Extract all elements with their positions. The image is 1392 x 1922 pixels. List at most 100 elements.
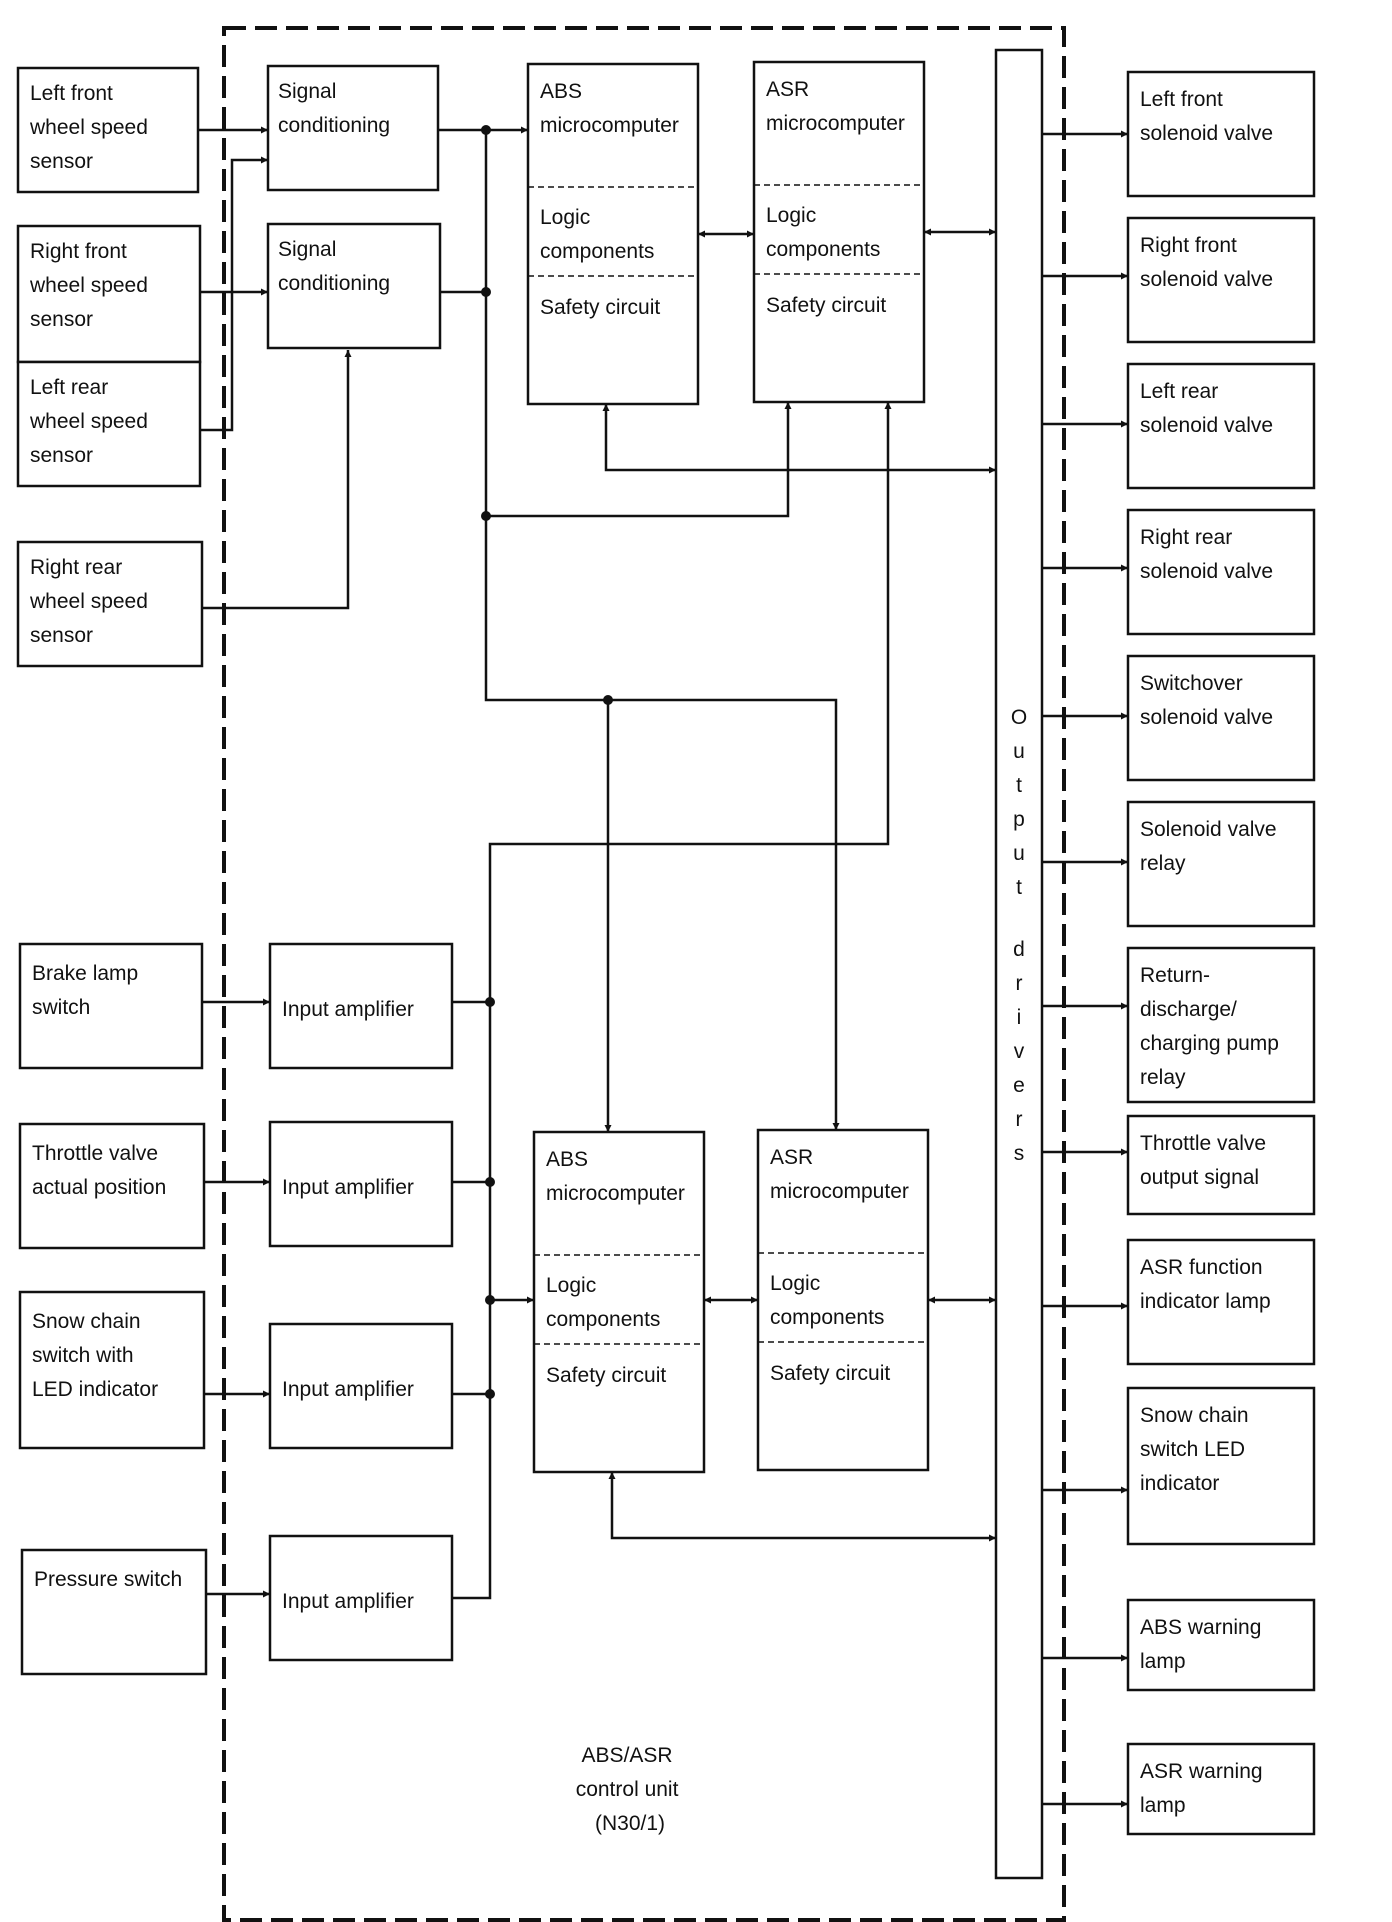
asr-microcomputer-1-frame	[752, 60, 926, 404]
input-amplifier-2: Input amplifier	[268, 1120, 454, 1248]
wire-rr-sensor	[202, 350, 352, 610]
output-drivers-frame	[994, 48, 1044, 1880]
wire-bus-main	[484, 130, 840, 1130]
wire-lr-sensor	[200, 156, 268, 432]
wire-bus-asr1	[486, 402, 792, 518]
wiring	[198, 126, 1128, 1808]
output-lr-valve-frame	[1126, 362, 1316, 490]
wire-amp-bus	[452, 402, 888, 1600]
sensor-lr-frame	[16, 360, 202, 488]
input-amplifier-2-frame	[268, 1120, 454, 1248]
output-pump-relay-frame	[1126, 946, 1316, 1104]
output-abs-warning-frame	[1126, 1598, 1316, 1692]
junction-dot	[485, 1177, 495, 1187]
junction-dot	[481, 287, 491, 297]
signal-conditioning-2-frame	[266, 222, 442, 350]
control-unit-frame	[222, 26, 1066, 1922]
switch-pressure-label: Pressure switch	[34, 1568, 182, 1591]
output-switchover-valve-frame	[1126, 654, 1316, 782]
sensor-lf-frame	[16, 66, 200, 194]
wire-safety-abs2-od	[608, 1472, 996, 1542]
switch-brake-frame	[18, 942, 204, 1070]
sensor-rr-frame	[16, 540, 204, 668]
input-amplifier-1: Input amplifier	[268, 942, 454, 1070]
asr-microcomputer-2-safety-label: Safety circuit	[770, 1362, 890, 1385]
input-amplifier-4-label: Input amplifier	[282, 1590, 414, 1613]
junction-dots	[481, 125, 613, 1399]
input-amplifier-3-frame	[268, 1322, 454, 1450]
input-amplifier-4-frame	[268, 1534, 454, 1662]
control-unit-label: ABS/ASR control unit (N30/1)	[576, 1744, 685, 1835]
output-asr-indicator-frame	[1126, 1238, 1316, 1366]
switch-pressure: Pressure switch	[20, 1548, 208, 1676]
junction-dot	[481, 511, 491, 521]
junction-dot	[485, 1389, 495, 1399]
switch-snowchain-frame	[18, 1290, 206, 1450]
output-valve-relay-frame	[1126, 800, 1316, 928]
input-amplifier-3-label: Input amplifier	[282, 1378, 414, 1401]
junction-dot	[485, 1295, 495, 1305]
signal-conditioning-1-frame	[266, 64, 440, 192]
input-amplifier-2-label: Input amplifier	[282, 1176, 414, 1199]
abs-microcomputer-2-safety-label: Safety circuit	[546, 1364, 666, 1387]
abs-microcomputer-2-frame	[532, 1130, 706, 1474]
wire-safety-abs1-od	[602, 404, 996, 474]
output-rf-valve-frame	[1126, 216, 1316, 344]
sensor-rf-frame	[16, 224, 202, 364]
abs-microcomputer-1-frame	[526, 62, 700, 406]
input-amplifier-3: Input amplifier	[268, 1322, 454, 1450]
switch-throttle-frame	[18, 1122, 206, 1250]
abs-microcomputer-1-safety-label: Safety circuit	[540, 296, 660, 319]
junction-dot	[485, 997, 495, 1007]
output-rr-valve-frame	[1126, 508, 1316, 636]
junction-dot	[603, 695, 613, 705]
